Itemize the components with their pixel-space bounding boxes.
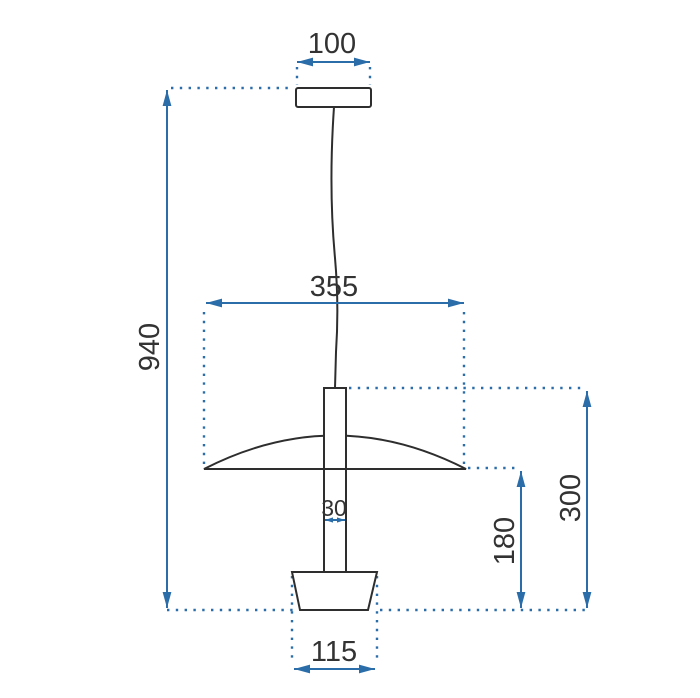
total-height-label: 940 xyxy=(134,323,166,371)
dimension-lines: 100 940 355 300 180 30 115 xyxy=(134,28,592,674)
extension-lines xyxy=(167,67,586,664)
stem-width-label: 30 xyxy=(321,495,347,521)
base-width-label: 115 xyxy=(311,636,357,668)
lamp-outline xyxy=(203,87,467,611)
lamp-base xyxy=(290,571,379,611)
shade-to-bottom-label: 180 xyxy=(489,517,521,565)
stem-to-bottom-label: 300 xyxy=(555,474,587,522)
ceiling-canopy xyxy=(295,87,372,108)
canopy-width-label: 100 xyxy=(308,28,356,60)
lamp-stem xyxy=(323,387,347,573)
shade-diameter-label: 355 xyxy=(310,271,358,303)
suspension-cable xyxy=(330,106,339,389)
